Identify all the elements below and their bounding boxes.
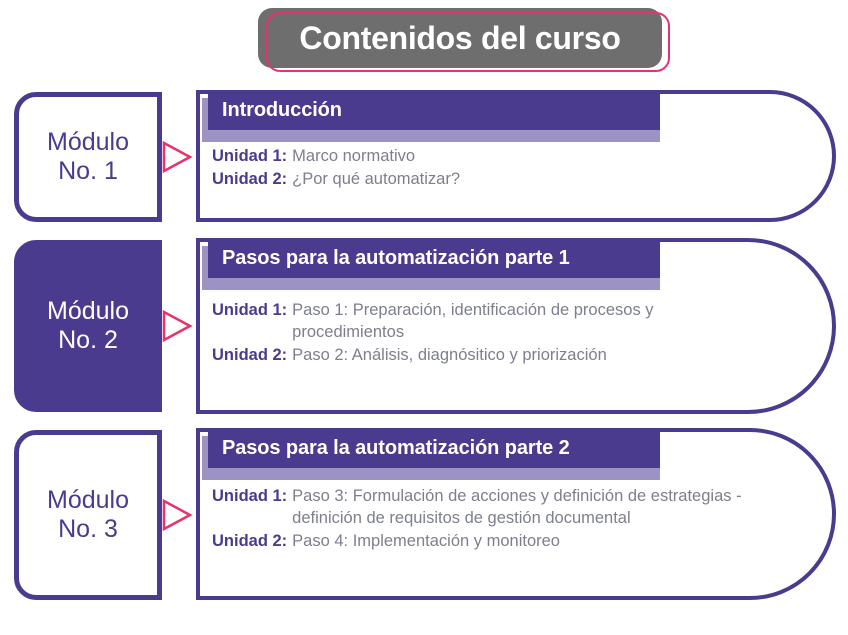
list-item: Unidad 1: Paso 1: Preparación, identific… xyxy=(212,300,682,344)
list-item: Unidad 1: Paso 3: Formulación de accione… xyxy=(212,486,757,530)
unit-value: ¿Por qué automatizar? xyxy=(292,169,461,188)
card-units-2: Unidad 1: Paso 1: Preparación, identific… xyxy=(212,300,682,368)
card-header-3: Pasos para la automatización parte 2 xyxy=(208,428,660,468)
card-header-1: Introducción xyxy=(208,90,660,130)
module-label-2: Módulo No. 2 xyxy=(47,296,129,355)
triangle-right-icon xyxy=(161,498,193,532)
module-label-3: Módulo No. 3 xyxy=(47,485,129,544)
list-item: Unidad 2: ¿Por qué automatizar? xyxy=(212,169,772,191)
unit-key: Unidad 2: xyxy=(212,345,288,364)
title-outline-accent xyxy=(266,12,670,72)
card-header-2: Pasos para la automatización parte 1 xyxy=(208,238,660,278)
card-units-3: Unidad 1: Paso 3: Formulación de accione… xyxy=(212,486,757,554)
module-box-3[interactable]: Módulo No. 3 xyxy=(14,430,162,600)
title-plate xyxy=(258,8,662,68)
page-title: Contenidos del curso xyxy=(299,20,621,56)
card-units-1: Unidad 1: Marco normativo Unidad 2: ¿Por… xyxy=(212,146,772,192)
list-item: Unidad 2: Paso 4: Implementación y monit… xyxy=(212,531,757,553)
unit-key: Unidad 2: xyxy=(212,169,288,188)
list-item: Unidad 1: Marco normativo xyxy=(212,146,772,168)
module-box-2[interactable]: Módulo No. 2 xyxy=(14,240,162,412)
list-item: Unidad 2: Paso 2: Análisis, diagnósitico… xyxy=(212,345,682,367)
unit-value: Marco normativo xyxy=(292,147,416,165)
unit-value: Paso 4: Implementación y monitoreo xyxy=(292,531,560,550)
module-box-1[interactable]: Módulo No. 1 xyxy=(14,92,162,222)
unit-value: Paso 3: Formulación de acciones y defini… xyxy=(292,487,742,527)
triangle-right-icon xyxy=(161,309,193,343)
unit-key: Unidad 1: xyxy=(212,487,288,505)
unit-value: Paso 2: Análisis, diagnósitico y prioriz… xyxy=(292,345,607,364)
page-title-banner: Contenidos del curso xyxy=(258,8,670,72)
unit-key: Unidad 1: xyxy=(212,147,288,165)
module-label-1: Módulo No. 1 xyxy=(47,127,129,186)
triangle-right-icon xyxy=(161,140,193,174)
unit-key: Unidad 1: xyxy=(212,301,288,319)
unit-value: Paso 1: Preparación, identificación de p… xyxy=(292,301,654,341)
unit-key: Unidad 2: xyxy=(212,531,288,550)
